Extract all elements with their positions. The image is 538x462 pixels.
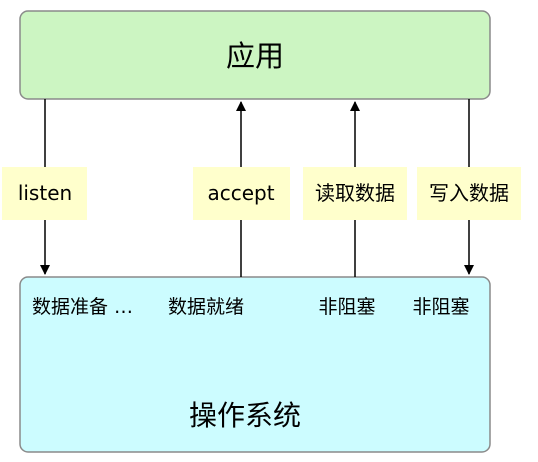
- app-box-label: 应用: [226, 39, 284, 73]
- os-box-label: 操作系统: [189, 399, 301, 432]
- arrow-label-write: 写入数据: [429, 181, 509, 205]
- label-bg-read: [303, 167, 407, 220]
- app-box: [19, 10, 491, 100]
- label-bg-write: [417, 167, 521, 220]
- os-state-prepare: 数据准备 …: [32, 296, 133, 318]
- arrow-label-read: 读取数据: [315, 181, 395, 205]
- label-bg-accept: [193, 167, 290, 220]
- os-box: [19, 276, 491, 453]
- os-state-nonblock-read: 非阻塞: [318, 296, 375, 318]
- os-state-ready: 数据就绪: [168, 296, 244, 318]
- label-bg-listen: [2, 167, 87, 220]
- arrow-label-listen: listen: [18, 181, 72, 205]
- os-state-nonblock-write: 非阻塞: [412, 296, 469, 318]
- arrow-label-accept: accept: [207, 181, 274, 205]
